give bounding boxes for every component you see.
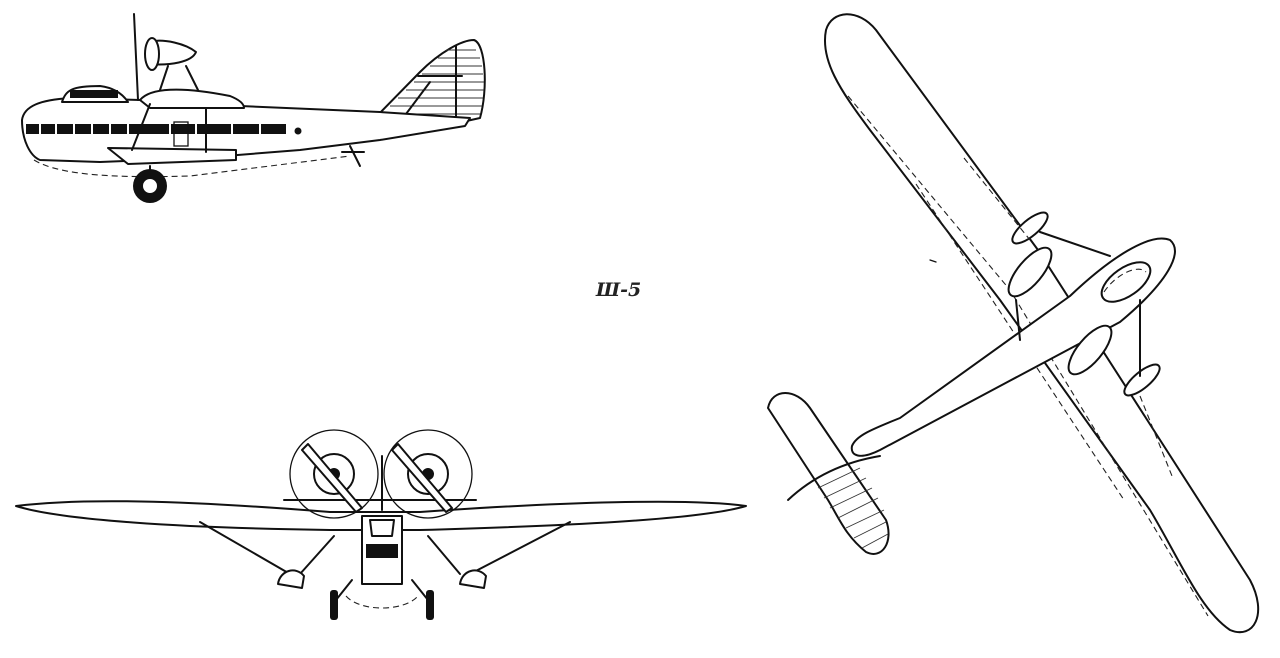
caption-text: Ш-5 [595,279,641,301]
top-view [767,13,1260,633]
side-view [21,13,486,203]
tail-fin-hatching [384,49,484,115]
window-dividers [39,124,261,134]
tail-plane-hatching [817,467,889,549]
front-view [15,429,747,620]
